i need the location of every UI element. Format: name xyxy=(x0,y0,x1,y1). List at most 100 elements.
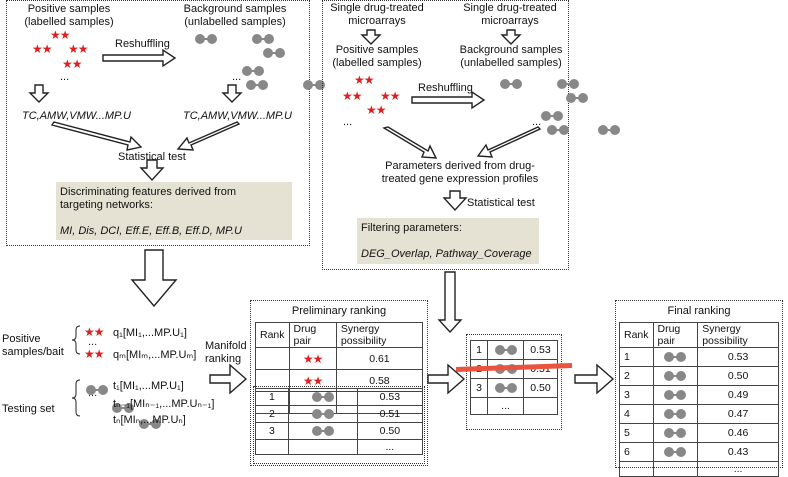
testing-set-label: Testing set xyxy=(2,403,55,415)
dumbbell-icon xyxy=(664,409,687,420)
discriminating-features-box xyxy=(56,182,292,240)
preliminary-table-bottom: 1 0.53 2 0.51 3 0.50 ... xyxy=(255,388,424,455)
positive-ellipsis: ... xyxy=(60,71,70,83)
positive-samples-label: Positive samples(labelled samples) xyxy=(24,3,114,28)
dumbbell-icon xyxy=(494,345,517,356)
dumbbell-icon xyxy=(597,124,620,135)
star-pair-icon: ★★ xyxy=(50,28,70,42)
dumbbell-icon xyxy=(494,383,517,394)
filtering-title: Filtering parameters: xyxy=(361,222,462,234)
dumbbell-icon xyxy=(302,79,325,90)
header-drug-pair: Drug pair xyxy=(288,322,337,348)
header-drug-pair: Drug pair xyxy=(652,322,699,348)
down-arrow-icon xyxy=(442,190,468,212)
dumbbell-icon xyxy=(246,79,269,90)
diagonal-arrow-icon xyxy=(476,126,542,158)
diagonal-arrow-icon xyxy=(382,126,438,159)
star-pair-icon: ★★ xyxy=(68,42,88,56)
background-ellipsis: ... xyxy=(232,71,242,83)
test-dots: ... xyxy=(88,387,98,399)
right-arrow-icon xyxy=(574,363,615,395)
dumbbell-icon xyxy=(242,65,264,76)
table-row: 3 0.50 xyxy=(255,422,424,440)
right-arrow-icon xyxy=(427,363,466,395)
test-tn1: tₙ₋₁[MIₙ₋₁,...MP.Uₙ₋₁] xyxy=(113,398,215,410)
table-row: 2 0.51 xyxy=(255,405,424,423)
down-arrow-icon xyxy=(500,29,522,45)
star-pair-icon: ★★ xyxy=(32,42,52,56)
dumbbell-icon xyxy=(138,418,161,429)
dumbbell-icon xyxy=(664,390,687,401)
right-arrow-icon xyxy=(209,363,248,395)
star-pair-icon: ★★ xyxy=(302,351,323,366)
background-dumbbell-cluster-b xyxy=(495,75,620,135)
dumbbell-icon xyxy=(664,428,687,439)
background-ellipsis-b: ... xyxy=(532,116,542,128)
positive-qm: qₘ[MIₘ,...MP.Uₘ] xyxy=(113,349,197,361)
star-pair-icon: ★★ xyxy=(380,89,400,103)
dumbbell-icon xyxy=(195,33,217,44)
right-arrow-icon xyxy=(102,48,177,68)
positive-brace xyxy=(71,325,81,355)
dumbbell-icon xyxy=(547,124,570,135)
dumbbell-icon xyxy=(541,110,563,121)
positive-dots: ... xyxy=(88,336,98,348)
dumbbell-icon xyxy=(664,447,687,458)
feature-panel xyxy=(6,0,310,246)
parameters-label: Parameters derived from drug-treated gen… xyxy=(381,160,539,185)
features-left: TC,AMW,VMW...MP.U xyxy=(22,110,131,122)
dumbbell-icon xyxy=(664,352,687,363)
right-arrow-icon xyxy=(411,90,486,110)
dumbbell-icon xyxy=(565,92,588,103)
header-synergy: Synergy possibility xyxy=(335,322,424,348)
statistical-test-b: Statistical test xyxy=(467,197,535,209)
reshuffling-label-b: Reshuffling xyxy=(418,82,473,94)
dumbbell-icon xyxy=(311,426,334,437)
table-row: ... xyxy=(255,439,424,455)
statistical-test-a: Statistical test xyxy=(118,151,186,163)
dumbbell-icon xyxy=(86,384,108,395)
down-arrow-icon xyxy=(28,84,50,103)
background-dumbbell-cluster xyxy=(190,30,325,90)
background-samples-label-b: Background samples(unlabelled samples) xyxy=(459,44,563,69)
testing-brace xyxy=(71,379,81,417)
reshuffling-label: Reshuffling xyxy=(115,38,170,50)
positive-star-cluster: ★★ ★★ ★★ ★★ xyxy=(30,28,100,80)
star-pair-icon: ★★ xyxy=(62,57,82,71)
positive-samples-label-b: Positive samples(labelled samples) xyxy=(332,44,422,69)
star-pair-icon: ★★ xyxy=(84,325,104,339)
star-pair-icon: ★★ xyxy=(366,103,386,117)
dumbbell-icon xyxy=(311,409,334,420)
dumbbell-icon xyxy=(664,371,687,382)
dumbbell-icon xyxy=(252,33,275,44)
down-arrow-icon xyxy=(139,159,165,182)
star-pair-icon: ★★ xyxy=(84,347,104,361)
filtering-list: DEG_Overlap, Pathway_Coverage xyxy=(361,248,532,260)
header-synergy: Synergy possibility xyxy=(697,322,779,348)
star-pair-icon: ★★ xyxy=(302,373,323,388)
features-right: TC,AMW,VMW...MP.U xyxy=(183,110,292,122)
preliminary-testing-block xyxy=(253,386,425,464)
preliminary-title: Preliminary ranking xyxy=(291,305,387,317)
positive-ellipsis-b: ... xyxy=(343,116,353,128)
star-pair-icon: ★★ xyxy=(342,89,362,103)
test-tn: tₙ[MIₙ,...MP.Uₙ] xyxy=(113,414,186,426)
down-arrow-icon xyxy=(221,84,243,103)
positive-star-cluster-b: ★★ ★★ ★★ ★★ xyxy=(340,73,410,125)
positive-q1: q₁[MI₁,...MP.U₁] xyxy=(113,327,187,339)
filtered-table-panel xyxy=(466,334,562,430)
long-down-arrow-icon xyxy=(437,271,463,334)
diagonal-arrow-icon xyxy=(50,121,143,151)
background-samples-label: Background samples(unlabelled samples) xyxy=(183,3,287,28)
dumbbell-icon xyxy=(500,78,522,89)
